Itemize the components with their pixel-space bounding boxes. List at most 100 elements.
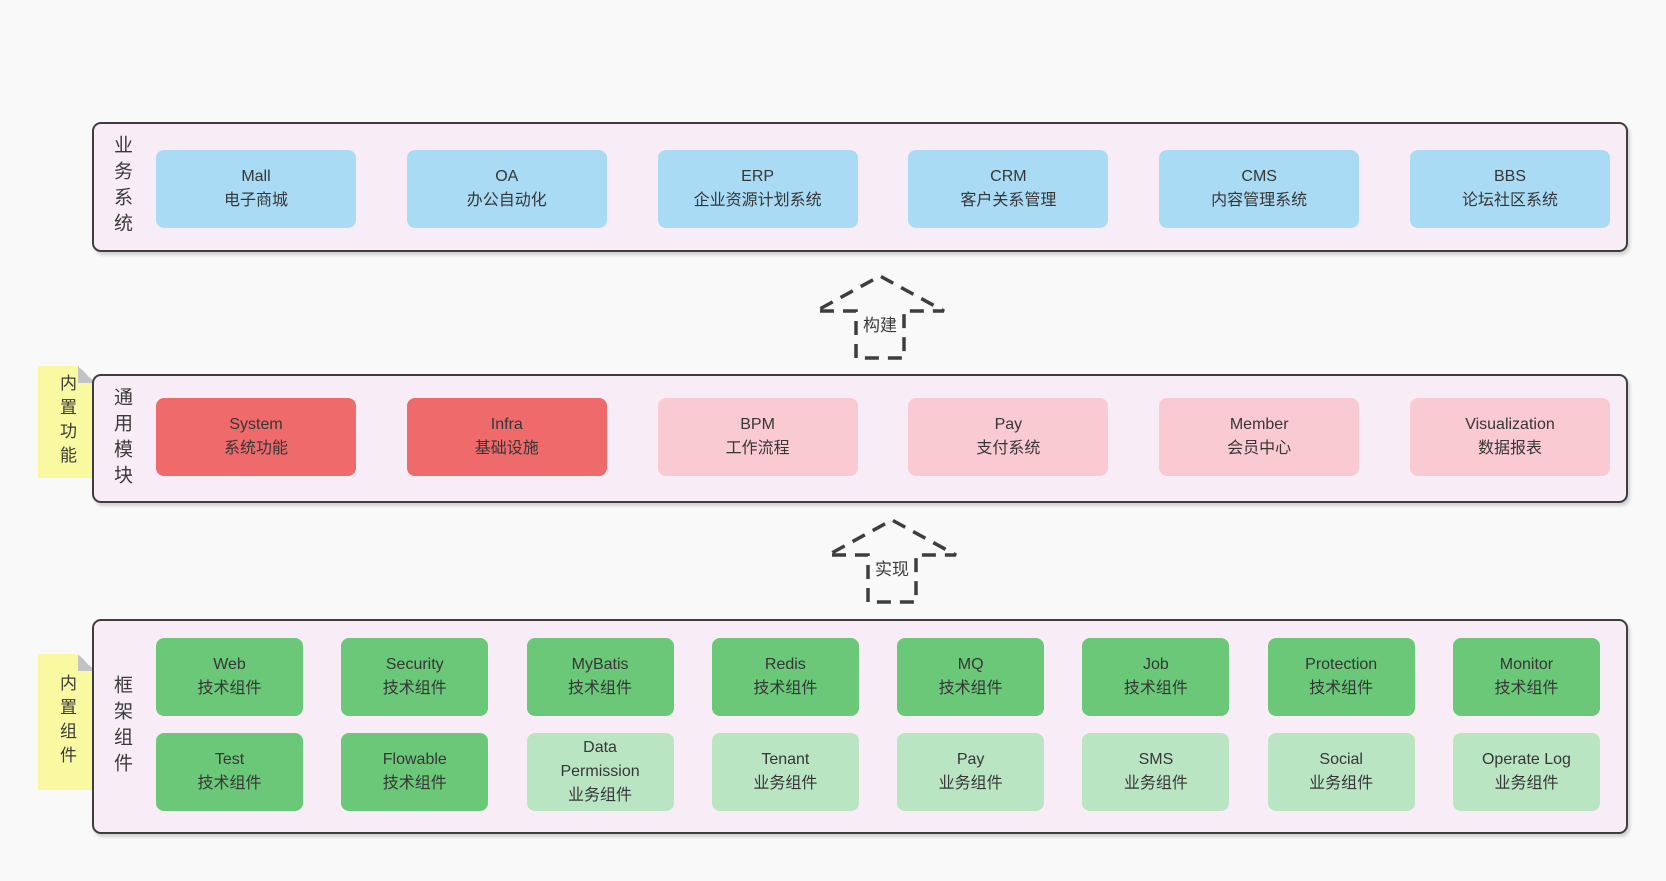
arrow-implement-label: 实现 xyxy=(872,555,912,580)
box-title: Pay xyxy=(994,416,1023,433)
box-infra: Infra 基础设施 xyxy=(406,398,607,476)
box-title: Visualization xyxy=(1465,416,1555,433)
note-fold-corner xyxy=(78,654,95,671)
box-mq: MQ 技术组件 xyxy=(897,638,1045,716)
box-subtitle: 技术组件 xyxy=(197,680,262,697)
box-subtitle: 客户关系管理 xyxy=(960,192,1057,209)
box-system: System 系统功能 xyxy=(156,398,356,476)
box-title: CMS xyxy=(1241,168,1277,185)
box-title: Infra xyxy=(490,416,523,433)
box-subtitle: 工作流程 xyxy=(725,440,790,457)
box-bpm: BPM 工作流程 xyxy=(657,398,858,476)
note-fold-corner xyxy=(78,366,95,383)
box-subtitle: 会员中心 xyxy=(1227,440,1292,457)
box-subtitle: 技术组件 xyxy=(1494,680,1559,697)
box-title: Pay xyxy=(956,751,985,768)
box-protection: Protection 技术组件 xyxy=(1267,638,1415,716)
common-modules-row: System 系统功能 Infra 基础设施 BPM 工作流程 Pay 支付系统… xyxy=(156,398,1610,476)
box-title: CRM xyxy=(990,168,1027,185)
box-title: Tenant xyxy=(761,751,810,768)
box-subtitle: 业务组件 xyxy=(568,787,633,804)
box-title: Flowable xyxy=(382,751,447,768)
box-title: Monitor xyxy=(1499,656,1554,673)
box-erp: ERP 企业资源计划系统 xyxy=(657,150,858,228)
arrow-build-label: 构建 xyxy=(860,311,900,336)
box-title: BPM xyxy=(740,416,775,433)
box-subtitle: 技术组件 xyxy=(568,680,633,697)
box-subtitle: 技术组件 xyxy=(382,680,447,697)
arrow-build: 构建 xyxy=(810,273,950,361)
box-title: Redis xyxy=(764,656,806,673)
box-title: Social xyxy=(1319,751,1363,768)
box-subtitle: 办公自动化 xyxy=(466,192,547,209)
box-operate-log: Operate Log 业务组件 xyxy=(1452,733,1600,811)
box-subtitle: 基础设施 xyxy=(474,440,539,457)
box-title: ERP xyxy=(741,168,775,185)
box-subtitle: 内容管理系统 xyxy=(1211,192,1308,209)
box-mall: Mall 电子商城 xyxy=(156,150,356,228)
box-title: Member xyxy=(1229,416,1289,433)
box-title: SMS xyxy=(1138,751,1174,768)
box-subtitle: 技术组件 xyxy=(753,680,818,697)
box-title: Test xyxy=(214,751,245,768)
box-subtitle: 论坛社区系统 xyxy=(1461,192,1558,209)
box-job: Job 技术组件 xyxy=(1082,638,1230,716)
box-member: Member 会员中心 xyxy=(1159,398,1360,476)
box-pay-component: Pay 业务组件 xyxy=(897,733,1045,811)
layer-label-framework-components: 框架组件 xyxy=(111,674,132,779)
box-title: Web xyxy=(213,656,246,673)
box-title: BBS xyxy=(1493,168,1526,185)
note-built-in-features-label: 内置功能 xyxy=(57,374,76,470)
layer-label-business-systems: 业务系统 xyxy=(111,135,132,239)
note-built-in-features: 内置功能 xyxy=(38,366,95,478)
box-tenant: Tenant 业务组件 xyxy=(711,733,859,811)
box-subtitle: 业务组件 xyxy=(753,775,818,792)
box-subtitle: 业务组件 xyxy=(1309,775,1374,792)
box-subtitle: 数据报表 xyxy=(1477,440,1542,457)
box-social: Social 业务组件 xyxy=(1267,733,1415,811)
box-cms: CMS 内容管理系统 xyxy=(1159,150,1360,228)
box-subtitle: 技术组件 xyxy=(1123,680,1188,697)
box-subtitle: 技术组件 xyxy=(1309,680,1374,697)
box-oa: OA 办公自动化 xyxy=(406,150,607,228)
box-subtitle: 业务组件 xyxy=(938,775,1003,792)
box-title: MyBatis xyxy=(571,656,629,673)
box-web: Web 技术组件 xyxy=(156,638,303,716)
box-bbs: BBS 论坛社区系统 xyxy=(1409,150,1610,228)
box-title: Protection xyxy=(1305,656,1378,673)
box-sms: SMS 业务组件 xyxy=(1082,733,1230,811)
box-subtitle: 技术组件 xyxy=(938,680,1003,697)
box-subtitle: 业务组件 xyxy=(1494,775,1559,792)
arrow-up-icon xyxy=(827,518,957,604)
box-crm: CRM 客户关系管理 xyxy=(908,150,1109,228)
layer-common-modules: 通用模块 System 系统功能 Infra 基础设施 BPM 工作流程 Pay… xyxy=(92,374,1628,503)
box-title: MQ xyxy=(957,656,984,673)
box-redis: Redis 技术组件 xyxy=(711,638,859,716)
note-built-in-components-label: 内置组件 xyxy=(57,674,76,770)
box-visualization: Visualization 数据报表 xyxy=(1409,398,1610,476)
box-subtitle: 业务组件 xyxy=(1123,775,1188,792)
box-title: Data Permission xyxy=(560,739,640,780)
box-pay-module: Pay 支付系统 xyxy=(908,398,1109,476)
box-title: Security xyxy=(385,656,444,673)
layer-framework-components: 框架组件 Web 技术组件 Security 技术组件 MyBatis 技术组件… xyxy=(92,619,1628,834)
tech-components-row: Web 技术组件 Security 技术组件 MyBatis 技术组件 Redi… xyxy=(156,638,1600,716)
arrow-implement: 实现 xyxy=(822,517,962,605)
box-test: Test 技术组件 xyxy=(156,733,303,811)
box-subtitle: 技术组件 xyxy=(197,775,262,792)
box-flowable: Flowable 技术组件 xyxy=(341,733,489,811)
box-title: Job xyxy=(1143,656,1169,673)
box-mybatis: MyBatis 技术组件 xyxy=(526,638,674,716)
box-subtitle: 电子商城 xyxy=(223,192,288,209)
arrow-up-icon xyxy=(815,274,945,360)
note-built-in-components: 内置组件 xyxy=(38,654,95,790)
layer-business-systems: 业务系统 Mall 电子商城 OA 办公自动化 ERP 企业资源计划系统 CRM… xyxy=(92,122,1628,252)
box-subtitle: 系统功能 xyxy=(223,440,288,457)
box-title: OA xyxy=(495,168,519,185)
layer-label-common-modules: 通用模块 xyxy=(111,386,132,491)
box-subtitle: 企业资源计划系统 xyxy=(693,192,822,209)
box-monitor: Monitor 技术组件 xyxy=(1452,638,1600,716)
box-title: System xyxy=(229,416,283,433)
box-subtitle: 技术组件 xyxy=(382,775,447,792)
biz-components-row: Test 技术组件 Flowable 技术组件 Data Permission … xyxy=(156,733,1600,811)
